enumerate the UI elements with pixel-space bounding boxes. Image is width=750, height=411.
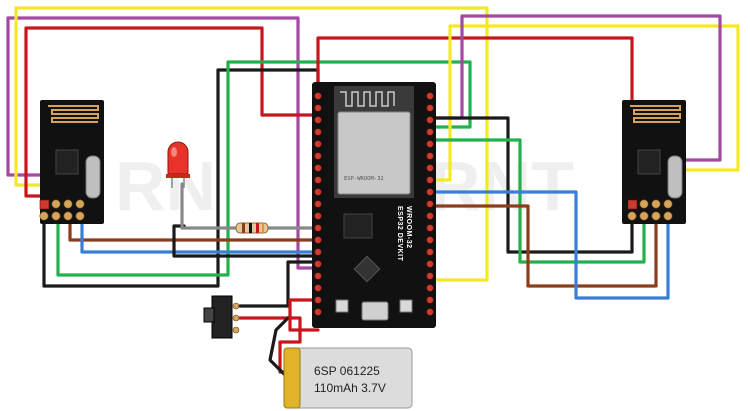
slide-switch-knob[interactable] [203,307,215,323]
nrf24-left-antenna [48,105,99,123]
slide-switch-body [211,295,233,339]
battery-label-1: 6SP 061225 [314,364,380,378]
wire-red-board-top [288,298,320,332]
slide-switch[interactable] [203,295,240,339]
esp32-left-pin-header [314,92,322,316]
esp32-usb-chip [353,255,381,283]
nrf24-left-pins [39,199,85,221]
nrf24-right-crystal [667,155,683,199]
wire-brown-right [428,204,658,288]
battery-label-2: 110mAh 3.7V [314,381,386,395]
lipo-battery: 6SP 061225 110mAh 3.7V [283,347,413,409]
esp32-boot-button[interactable] [399,299,413,313]
esp32-board-label-2: WROOM-32 [405,206,412,249]
battery-cap [283,347,301,409]
wire-blue-left [80,214,320,254]
esp32-board: ESP-WROOM-32 ESP32 DEVKIT WROOM-32 [312,82,436,328]
wire-green-left [56,60,472,277]
esp32-regulator [343,213,373,239]
nrf24-right-pins [627,199,673,221]
esp32-antenna-trace [340,91,395,107]
nrf24-left [39,100,104,224]
esp32-module-label: ESP-WROOM-32 [344,176,384,182]
watermark-text-right: RNT [430,147,574,225]
wire-black-board-gnd [172,224,320,258]
watermark: RN RNT [115,147,574,225]
red-led-body [167,141,189,175]
nrf24-left-chip [55,149,79,175]
nrf24-right [622,100,686,224]
wire-black-switch [238,260,320,308]
esp32-wroom-shield [337,111,411,195]
wire-blue-right [428,190,670,300]
resistor [235,222,269,234]
esp32-board-label-1: ESP32 DEVKIT [396,206,403,262]
wire-gray-resistor [180,182,238,230]
esp32-en-button[interactable] [335,299,349,313]
wire-green-right [428,138,646,264]
watermark-text-left: RN [115,147,216,225]
nrf24-right-antenna [630,105,681,123]
esp32-right-pin-header [426,92,434,316]
esp32-usb-port [361,301,389,321]
wire-black-right [428,116,634,254]
wire-black-battery [268,316,290,380]
battery-body [283,347,413,409]
red-led [166,141,190,188]
nrf24-left-crystal [85,155,101,199]
nrf24-right-chip [637,149,661,175]
